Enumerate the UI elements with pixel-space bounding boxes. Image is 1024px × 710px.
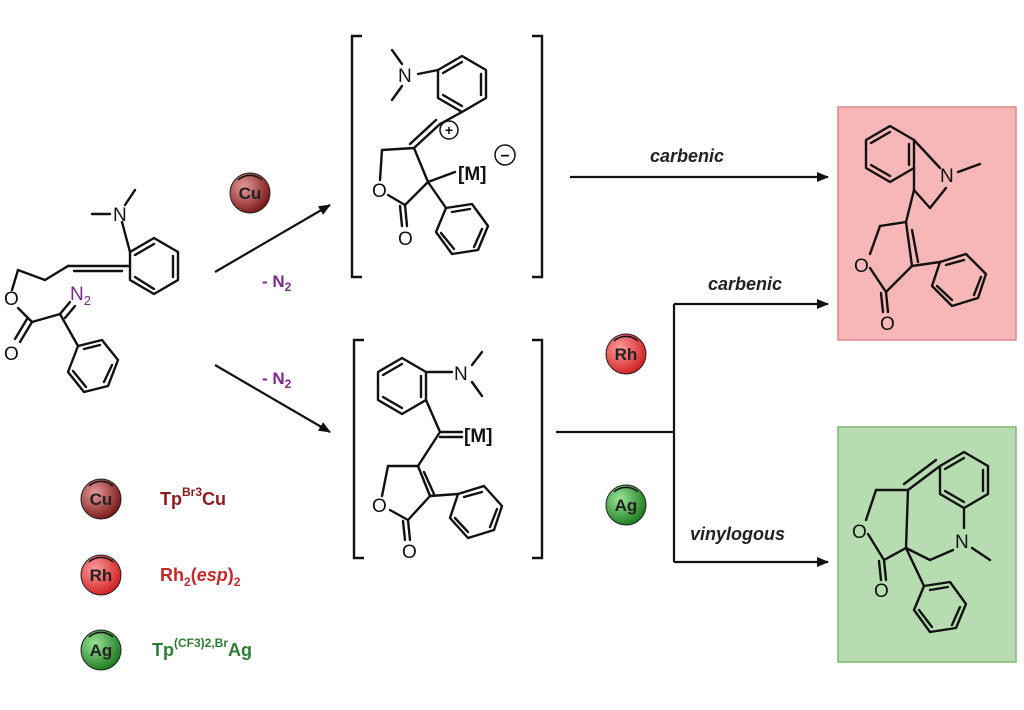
legend-ag: Ag Tp(CF3)2,BrAg: [80, 629, 252, 671]
arrow-to-cu-intermediate: [214, 204, 331, 273]
svg-text:Ag: Ag: [90, 641, 113, 660]
svg-text:O: O: [852, 522, 867, 543]
legend-rh-label: Rh2(esp)2: [160, 565, 241, 589]
metal-carbene-intermediate: N [M] O O: [352, 338, 544, 563]
label-carbenic-mid: carbenic: [708, 274, 782, 294]
arrow-to-metal-carbene: [214, 364, 331, 433]
svg-text:−: −: [500, 148, 509, 165]
svg-text:+: +: [445, 122, 453, 138]
ag-catalyst-badge: Ag: [605, 484, 647, 526]
svg-text:[M]: [M]: [464, 426, 492, 447]
label-carbenic-top: carbenic: [650, 146, 724, 166]
svg-text:Cu: Cu: [239, 184, 262, 203]
svg-text:Ag: Ag: [615, 496, 638, 515]
minus-n2-bottom: - N2: [262, 369, 292, 391]
svg-text:Cu: Cu: [90, 490, 113, 509]
sm-o-ester: O: [4, 289, 19, 310]
svg-text:N: N: [940, 166, 954, 187]
product-benzazepine: N O O: [852, 450, 992, 634]
starting-material: N O O N2: [4, 188, 180, 394]
product-indoline: N O O: [854, 124, 988, 335]
svg-text:[M]: [M]: [458, 164, 486, 185]
legend-cu: Cu TpBr3Cu: [80, 478, 226, 520]
legend-ag-label: Tp(CF3)2,BrAg: [152, 636, 252, 660]
svg-text:Rh: Rh: [615, 345, 638, 364]
cu-intermediate: N + O O [M] −: [350, 34, 544, 279]
sm-n-atom: N: [113, 205, 127, 226]
sm-o-carbonyl: O: [4, 344, 19, 365]
legend-rh: Rh Rh2(esp)2: [80, 554, 241, 596]
svg-text:N: N: [454, 364, 468, 385]
svg-text:Rh: Rh: [90, 566, 113, 585]
svg-text:O: O: [880, 314, 895, 335]
sm-diazo-label: N2: [70, 284, 91, 308]
svg-text:O: O: [372, 496, 387, 517]
svg-text:O: O: [874, 581, 889, 602]
svg-text:N: N: [398, 66, 412, 87]
product-box-top: [837, 106, 1017, 341]
svg-text:N: N: [955, 532, 969, 553]
label-vinylogous: vinylogous: [690, 524, 785, 544]
svg-text:O: O: [372, 181, 387, 202]
svg-text:O: O: [398, 229, 413, 250]
svg-text:O: O: [854, 256, 869, 277]
cu-catalyst-badge: Cu: [229, 172, 271, 214]
svg-text:O: O: [402, 542, 417, 563]
minus-n2-top: - N2: [262, 272, 292, 294]
legend-cu-label: TpBr3Cu: [160, 485, 226, 509]
rh-catalyst-badge: Rh: [605, 333, 647, 375]
